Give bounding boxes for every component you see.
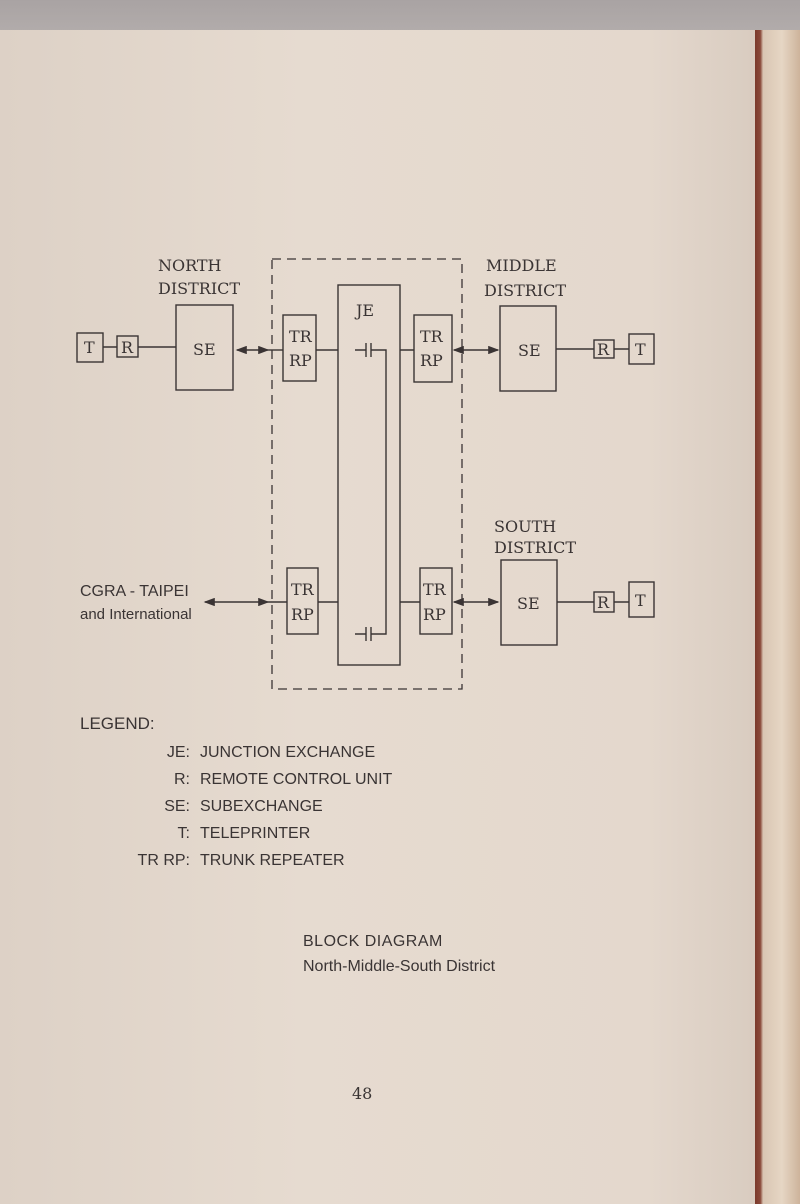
je-label: JE	[354, 301, 374, 320]
north-label-2: DISTRICT	[158, 279, 240, 298]
svg-text:RP: RP	[289, 351, 312, 370]
legend-item: JE: JUNCTION EXCHANGE	[167, 744, 375, 761]
background-top	[0, 0, 800, 32]
middle-label-2: DISTRICT	[484, 281, 566, 300]
north-r-label: R	[121, 338, 134, 357]
legend-item: TR RP: TRUNK REPEATER	[138, 852, 345, 869]
south-t-label: T	[635, 591, 646, 610]
svg-text:TR: TR	[291, 580, 315, 599]
middle-t-label: T	[635, 340, 646, 359]
caption-title: BLOCK DIAGRAM	[303, 933, 443, 950]
south-teleprinter	[628, 581, 655, 618]
svg-text:JUNCTION EXCHANGE: JUNCTION EXCHANGE	[200, 744, 375, 761]
svg-text:REMOTE CONTROL UNIT: REMOTE CONTROL UNIT	[200, 771, 393, 788]
svg-text:TR: TR	[423, 580, 447, 599]
page-number: 48	[352, 1084, 372, 1103]
legend-item: T: TELEPRINTER	[178, 825, 311, 842]
junction-enclosure	[271, 258, 463, 690]
svg-text:RP: RP	[291, 605, 314, 624]
trunk-repeater-nw: TR RP	[282, 314, 317, 382]
svg-text:TR: TR	[289, 327, 313, 346]
svg-text:TRUNK REPEATER: TRUNK REPEATER	[200, 852, 345, 869]
trunk-repeater-sw: TR RP	[286, 567, 319, 635]
je-box	[337, 284, 401, 666]
south-label-1: SOUTH	[494, 517, 556, 536]
svg-text:RP: RP	[423, 605, 446, 624]
legend-title: LEGEND:	[80, 714, 155, 733]
north-t-label: T	[84, 338, 95, 357]
middle-r-label: R	[597, 340, 610, 359]
trunk-repeater-se: TR RP	[419, 567, 453, 635]
svg-text:R:: R:	[174, 771, 190, 788]
south-label-2: DISTRICT	[494, 538, 576, 557]
svg-text:SUBEXCHANGE: SUBEXCHANGE	[200, 798, 323, 815]
svg-text:TELEPRINTER: TELEPRINTER	[200, 825, 310, 842]
svg-text:TR RP:: TR RP:	[138, 852, 190, 869]
north-se-label: SE	[193, 340, 216, 359]
capacitor-icon	[355, 343, 387, 641]
svg-text:T:: T:	[178, 825, 190, 842]
legend-item: SE: SUBEXCHANGE	[164, 798, 323, 815]
cgra-label-2: and International	[80, 606, 192, 623]
svg-text:SE:: SE:	[164, 798, 190, 815]
north-label-1: NORTH	[158, 256, 222, 275]
svg-text:TR: TR	[420, 327, 444, 346]
book-edge	[755, 30, 800, 1204]
south-r-label: R	[597, 593, 610, 612]
legend-item: R: REMOTE CONTROL UNIT	[174, 771, 393, 788]
trunk-repeater-ne: TR RP	[413, 314, 453, 383]
south-se-label: SE	[517, 594, 540, 613]
middle-se-label: SE	[518, 341, 541, 360]
caption-subtitle: North-Middle-South District	[303, 958, 496, 975]
svg-text:RP: RP	[420, 351, 443, 370]
svg-text:JE:: JE:	[167, 744, 190, 761]
cgra-label-1: CGRA - TAIPEI	[80, 583, 189, 600]
middle-label-1: MIDDLE	[486, 256, 557, 275]
